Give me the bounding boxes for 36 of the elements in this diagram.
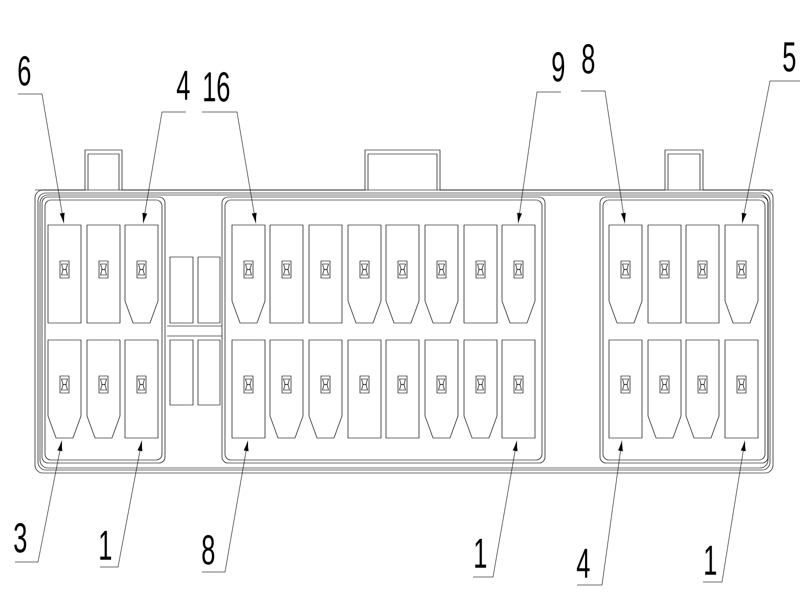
leader-line: [580, 90, 626, 223]
callout-number: 16: [204, 72, 230, 102]
leader-line: [100, 441, 142, 568]
leader-line: [14, 441, 62, 562]
leader-line: [202, 441, 249, 572]
pin-cavity: [608, 224, 642, 324]
callout-number: 8: [202, 534, 214, 565]
leader-line: [472, 441, 518, 578]
pin-cavity: [502, 224, 536, 324]
callout-number: 1: [100, 530, 112, 560]
callout-number: 4: [576, 548, 590, 578]
leader-line: [142, 112, 186, 223]
callout-number: 1: [705, 546, 716, 575]
pin-cavity: [232, 224, 266, 324]
leader-line: [576, 441, 623, 586]
pin-cavity: [502, 340, 536, 438]
callout-number: 6: [18, 56, 30, 86]
pin-cavity: [608, 340, 642, 438]
pin-cavity: [124, 224, 158, 324]
pin-cavity: [124, 340, 158, 438]
callout-number: 9: [552, 52, 564, 82]
leader-line: [18, 94, 65, 223]
pin-cavity: [724, 340, 758, 438]
callout-number: 8: [582, 44, 594, 74]
callout-number: 3: [14, 522, 26, 553]
callout-number: 4: [176, 70, 190, 100]
pin-cavity: [48, 224, 82, 324]
callout-number: 1: [475, 538, 486, 568]
leader-line: [742, 80, 800, 223]
leader-line: [202, 112, 257, 223]
callout-number: 5: [783, 42, 796, 72]
leader-line: [517, 92, 562, 223]
pin-cavity: [48, 340, 82, 438]
pin-cavity: [232, 340, 266, 438]
pin-cavity: [724, 224, 758, 324]
leader-line: [702, 441, 746, 582]
